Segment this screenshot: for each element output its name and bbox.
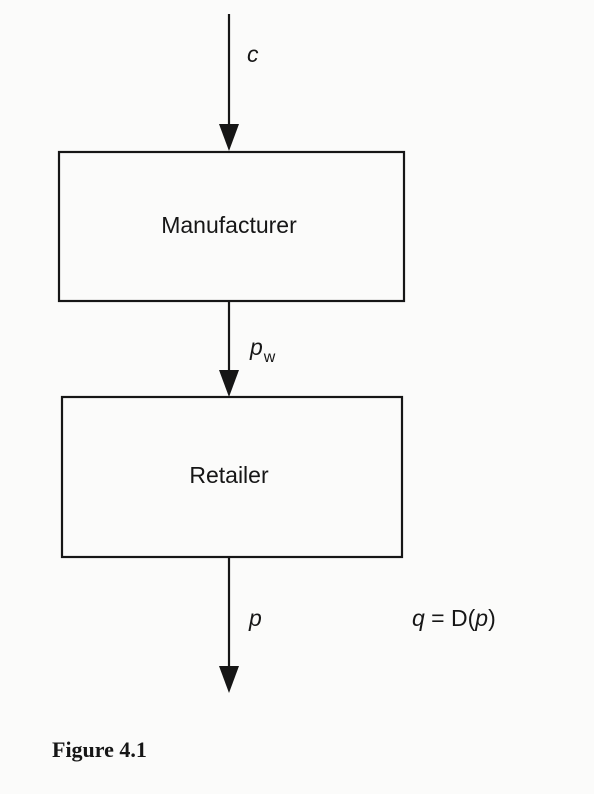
demand-equation: q = D(p)	[412, 605, 496, 631]
manufacturer-label: Manufacturer	[161, 212, 297, 238]
retail-price-label: p	[248, 605, 262, 631]
retailer-box	[60, 395, 404, 559]
wholesale-price-arrow	[219, 301, 239, 397]
retailer-label: Retailer	[189, 462, 269, 488]
cost-label: c	[247, 41, 259, 67]
wholesale-price-symbol: p	[249, 334, 263, 360]
demand-close: )	[488, 605, 496, 631]
figure-caption: Figure 4.1	[52, 737, 147, 762]
wholesale-price-subscript: w	[263, 349, 276, 366]
retail-price-arrow	[219, 557, 239, 693]
manufacturer-box	[57, 150, 406, 303]
demand-p: p	[474, 605, 488, 631]
cost-arrow	[219, 14, 239, 151]
wholesale-price-label: pw	[249, 334, 276, 366]
demand-q: q	[412, 605, 425, 631]
demand-equals: = D(	[425, 605, 476, 631]
